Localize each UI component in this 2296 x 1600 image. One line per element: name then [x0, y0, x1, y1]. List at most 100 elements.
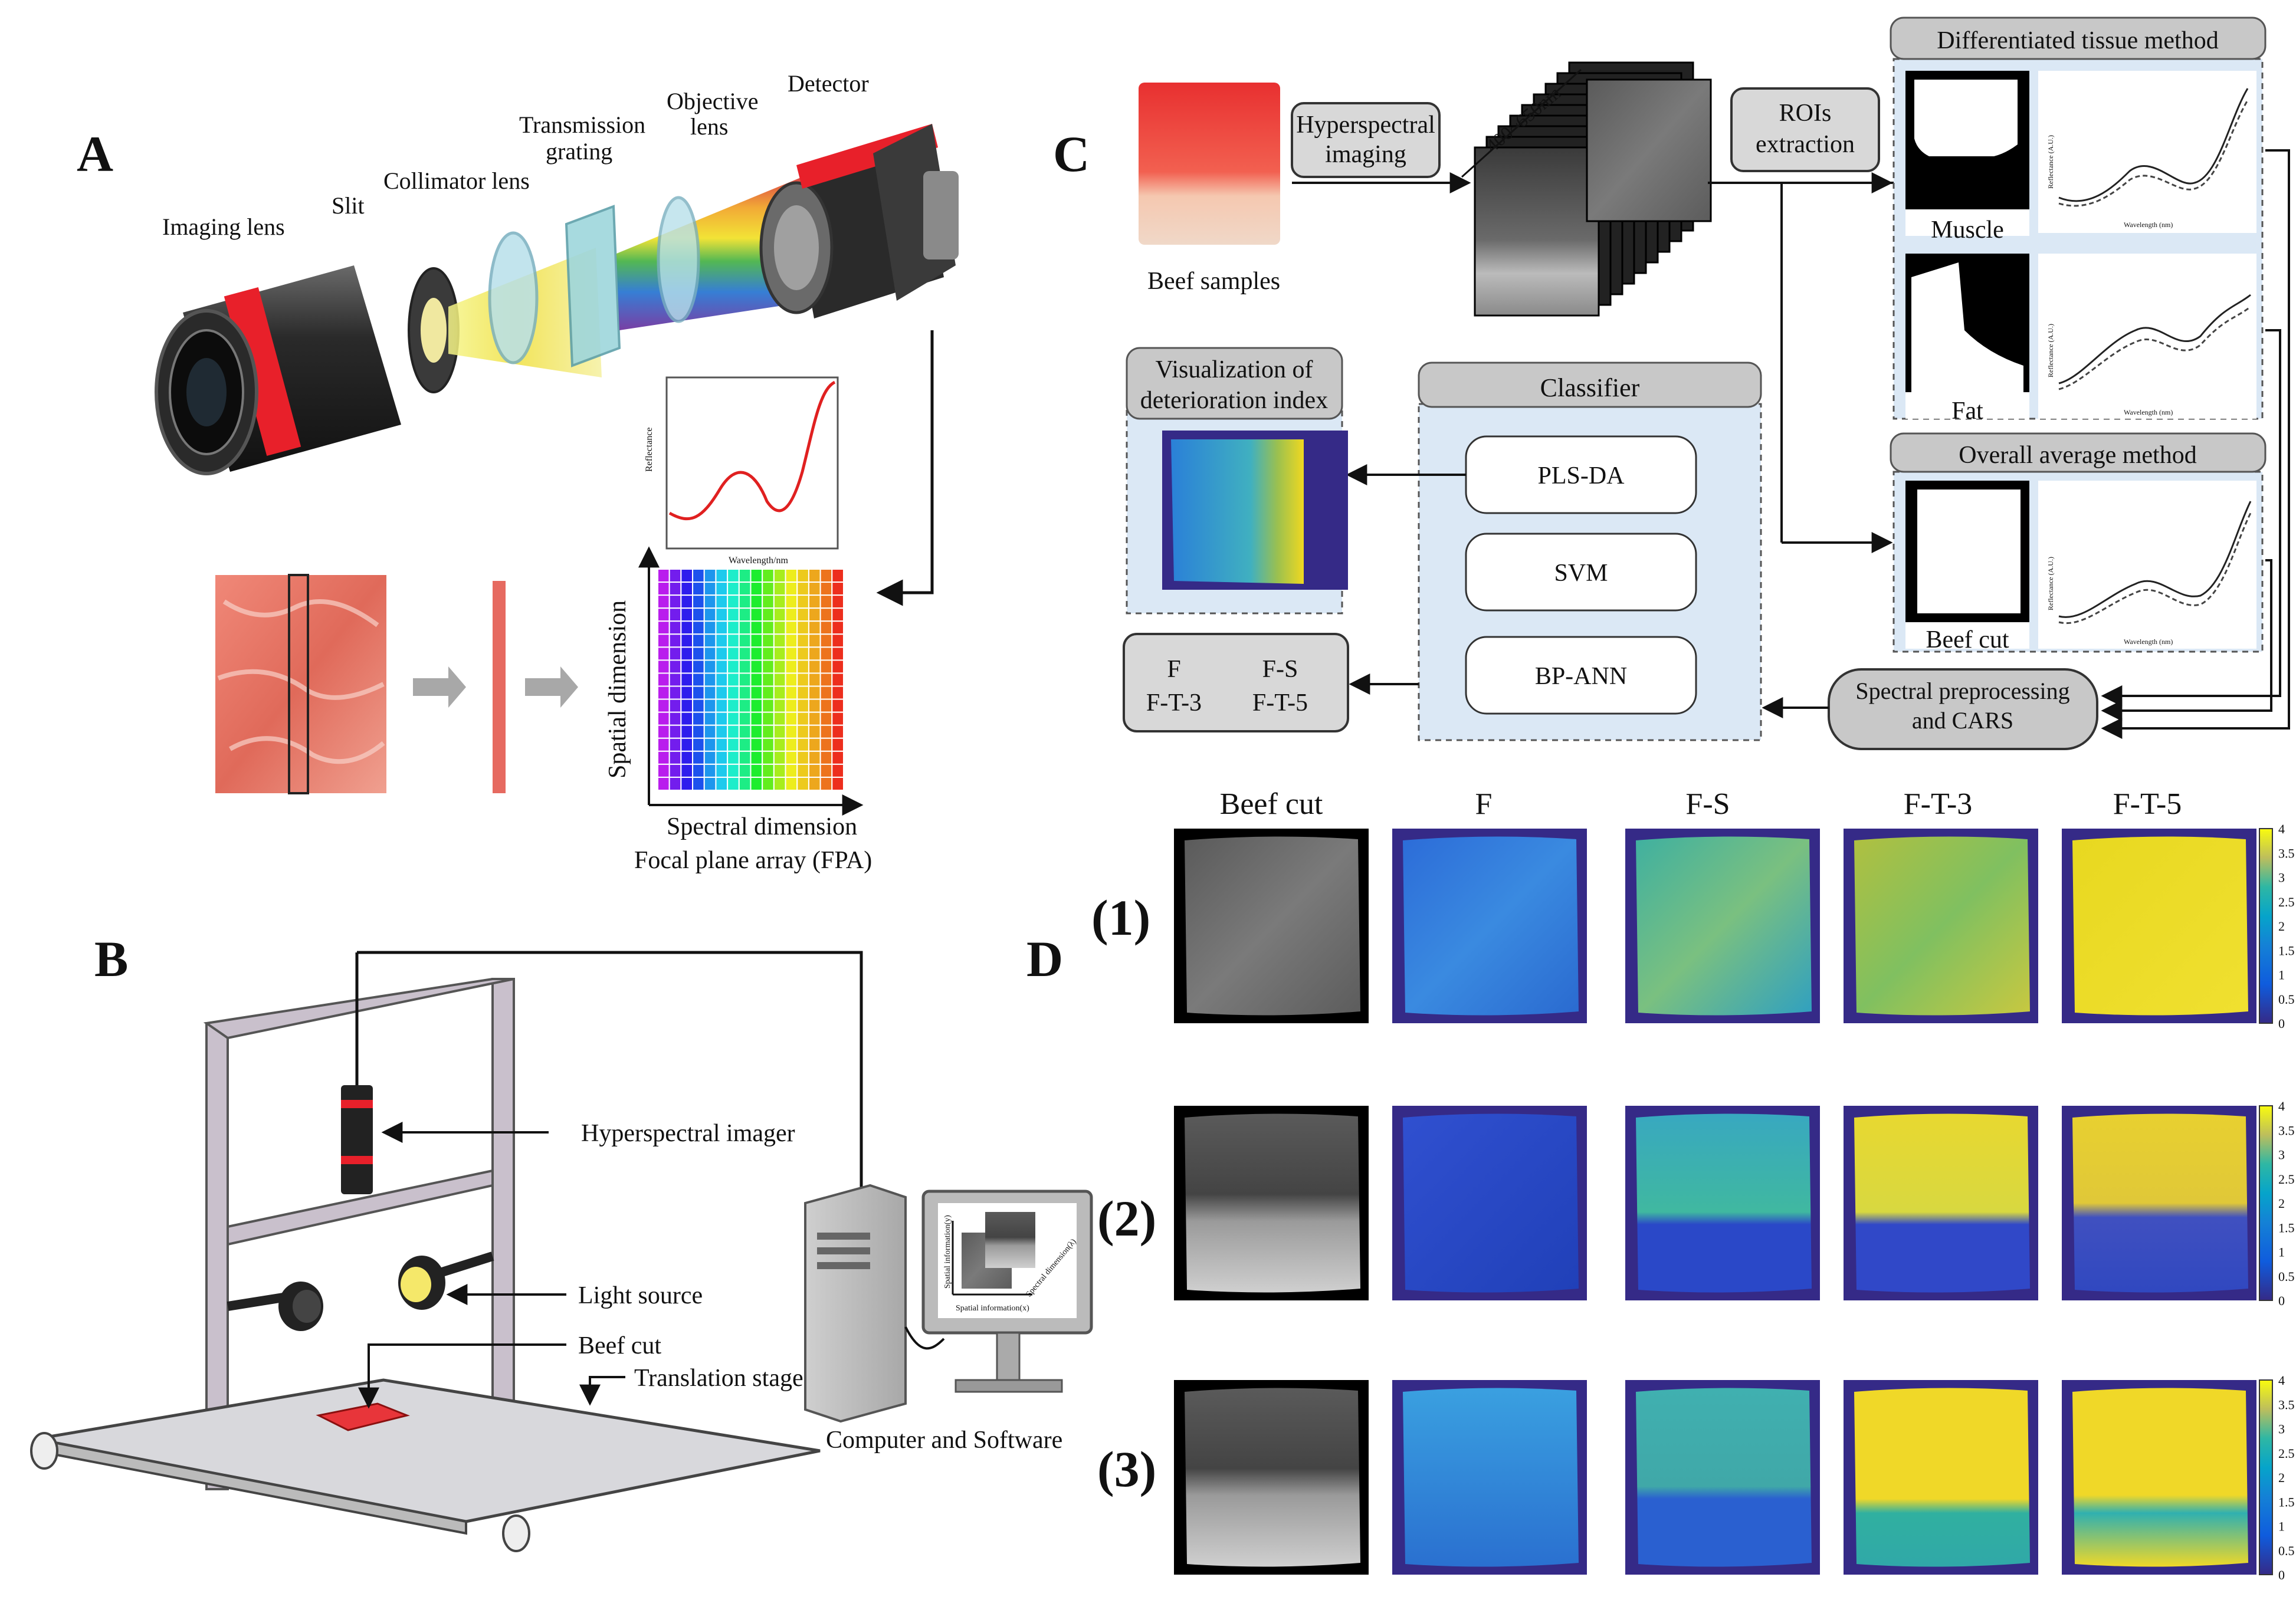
fpa-cell [738, 569, 752, 583]
panel-a: A Detector Ob [77, 70, 959, 874]
fpa-cell [808, 737, 821, 752]
heatmap-fill [1403, 836, 1579, 1016]
fpa-cell [715, 737, 729, 752]
label-beef-cut-b: Beef cut [578, 1332, 661, 1359]
fpa-cell [796, 581, 809, 596]
hyperspectral-imager-illustration [341, 952, 373, 1194]
fpa-cell [773, 737, 786, 752]
fpa-cell [773, 620, 786, 635]
fpa-cell [657, 763, 670, 778]
fpa-cell [668, 672, 682, 687]
fpa-cell [657, 633, 670, 648]
fpa-cell [738, 594, 752, 609]
fpa-cell [750, 737, 763, 752]
fpa-cell [727, 685, 740, 700]
colorbar-tick: 4 [2278, 1373, 2285, 1388]
connector-diff-to-preproc [2101, 149, 2290, 739]
fpa-cell [819, 607, 833, 622]
fpa-cell [727, 581, 740, 596]
visualization-label-1: Visualization of [1156, 356, 1313, 383]
fpa-cell [785, 633, 798, 648]
fpa-cell [808, 776, 821, 791]
fpa-cell [668, 659, 682, 674]
beef-cut-image-fill [1185, 1113, 1360, 1293]
fpa-cell [680, 698, 694, 713]
label-imaging-lens: Imaging lens [162, 213, 285, 240]
fpa-cell [762, 633, 775, 648]
fpa-cell [773, 711, 786, 726]
colorbar-tick: 1.5 [2278, 943, 2295, 958]
fpa-cell [680, 594, 694, 609]
col-beef-cut: Beef cut [1220, 787, 1323, 821]
fpa-cell [738, 581, 752, 596]
fpa-cell [796, 750, 809, 765]
fpa-cell [773, 685, 786, 700]
fpa-cell [808, 711, 821, 726]
fpa-cell [715, 607, 729, 622]
fpa-cell [762, 698, 775, 713]
fpa-cell [727, 659, 740, 674]
fpa-cell [773, 750, 786, 765]
fpa-cell [668, 763, 682, 778]
fpa-cell [680, 672, 694, 687]
fpa-cell [831, 724, 844, 739]
fpa-cell [785, 776, 798, 791]
row-3: (3) [1097, 1441, 1156, 1497]
fpa-cell [796, 685, 809, 700]
fpa-cell [703, 698, 717, 713]
fpa-grid [657, 569, 844, 791]
fpa-cell [762, 776, 775, 791]
fpa-cell [680, 776, 694, 791]
fpa-cell [692, 711, 705, 726]
bpann-box [1465, 636, 1697, 715]
colorbar-tick: 3.5 [2278, 1123, 2295, 1138]
fpa-cell [831, 607, 844, 622]
fpa-cell [762, 711, 775, 726]
fpa-cell [750, 594, 763, 609]
meat-slice [493, 581, 506, 793]
fpa-cell [762, 607, 775, 622]
fpa-cell [785, 659, 798, 674]
monitor-spatial-y: Spatial information(y) [943, 1215, 952, 1289]
fpa-cell [750, 763, 763, 778]
fpa-cell [773, 594, 786, 609]
fpa-cell [680, 569, 694, 583]
col-ft5: F-T-5 [2113, 787, 2182, 821]
fpa-cell [773, 607, 786, 622]
overall-xlabel: Wavelength (nm) [2124, 638, 2173, 646]
fpa-cell [750, 698, 763, 713]
fpa-cell [680, 581, 694, 596]
heatmap-fill [2072, 1388, 2248, 1567]
computer-tower-illustration [804, 1184, 907, 1423]
fpa-cell [808, 633, 821, 648]
fpa-cell [831, 750, 844, 765]
label-beef-cut-c: Beef cut [1926, 626, 2009, 653]
fpa-cell [762, 581, 775, 596]
fpa-cell [668, 776, 682, 791]
fpa-cell [657, 620, 670, 635]
fpa-cell [808, 607, 821, 622]
inset-spectrum-plot: Reflectance Wavelength/nm [644, 376, 839, 566]
pointer-beef-cut [358, 1343, 566, 1409]
detector-illustration [759, 124, 959, 318]
beef-cut-image-fill [1185, 1388, 1360, 1567]
fpa-cell [715, 711, 729, 726]
fpa-cell [773, 633, 786, 648]
label-spatial-dimension: Spatial dimension [604, 600, 631, 778]
fpa-cell [762, 594, 775, 609]
class-f: F [1167, 656, 1180, 683]
label-plsda: PLS-DA [1537, 462, 1625, 489]
heatmap-fill [1403, 1388, 1579, 1567]
fpa-cell [703, 607, 717, 622]
fpa-cell [668, 685, 682, 700]
hypercube-layer [1474, 146, 1600, 317]
fpa-cell [715, 581, 729, 596]
fpa-cell [808, 685, 821, 700]
label-slit: Slit [332, 192, 365, 219]
colorbar-tick: 0.5 [2278, 992, 2295, 1007]
label-muscle: Muscle [1931, 216, 2004, 244]
fpa-cell [703, 646, 717, 661]
fpa-cell [819, 672, 833, 687]
fpa-cell [703, 594, 717, 609]
